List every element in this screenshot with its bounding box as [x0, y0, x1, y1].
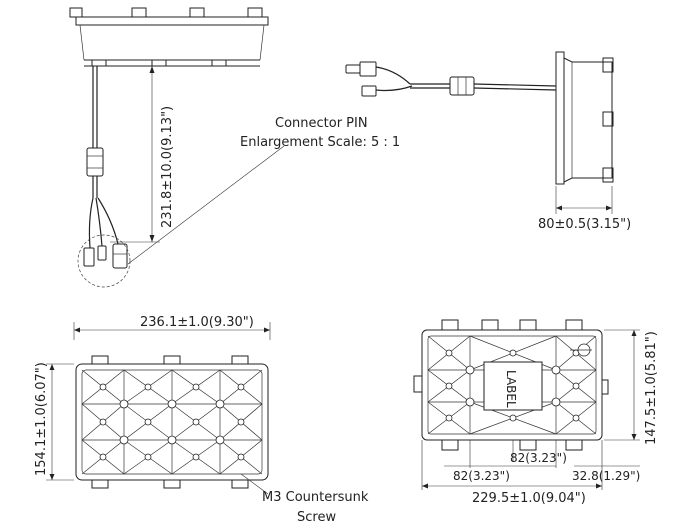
back-view	[413, 319, 640, 490]
hole-spacing-upper: 82(3.23")	[510, 451, 567, 465]
top-side-view	[69, 7, 285, 288]
back-height-dimension: 147.5±1.0(5.81")	[644, 331, 659, 445]
front-width-dimension: 236.1±1.0(9.30")	[140, 315, 254, 330]
screw-note-line2: Screw	[297, 510, 336, 525]
front-height-dimension: 154.1±1.0(6.07")	[34, 362, 49, 476]
hole-spacing-lower: 82(3.23")	[453, 469, 510, 483]
connector-pin-title: Connector PIN	[275, 116, 368, 131]
depth-dimension: 80±0.5(3.15")	[538, 217, 631, 232]
edge-offset-dimension: 32.8(1.29")	[572, 469, 640, 483]
back-width-dimension: 229.5±1.0(9.04")	[472, 491, 586, 506]
enlargement-scale-note: Enlargement Scale: 5 : 1	[240, 135, 400, 150]
front-view	[46, 322, 271, 495]
label-plate-text: LABEL	[504, 370, 518, 408]
cable-length-dimension: 231.8±10.0(9.13")	[160, 106, 175, 228]
screw-note-line1: M3 Countersunk	[262, 490, 369, 505]
right-side-view	[345, 51, 614, 214]
